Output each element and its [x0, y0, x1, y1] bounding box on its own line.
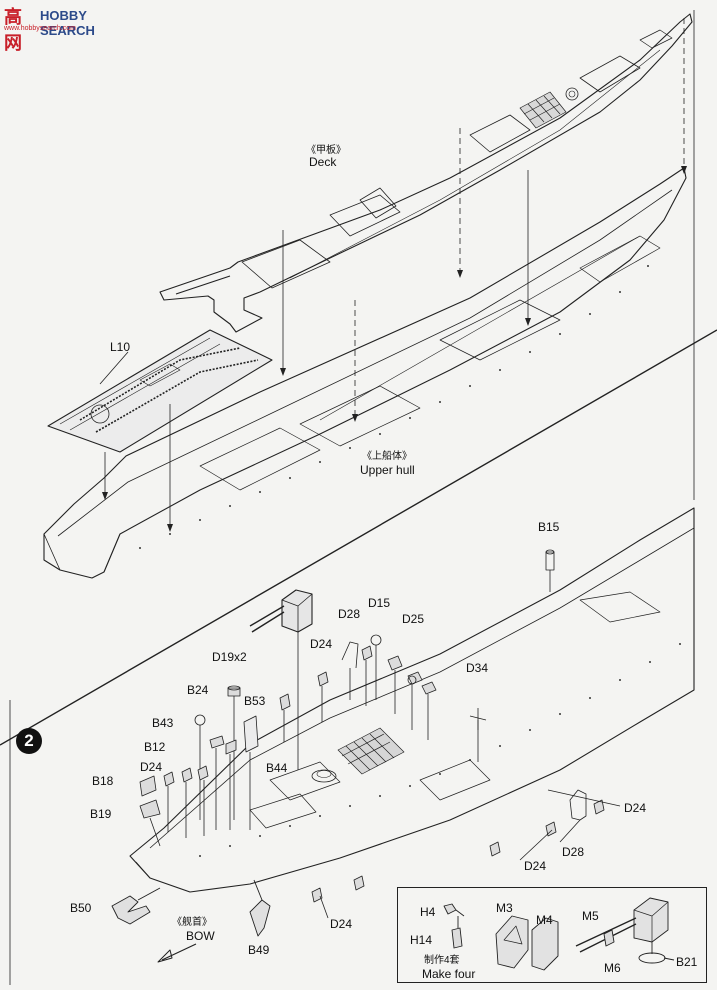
- label-D25: D25: [402, 612, 425, 626]
- section-divider: [0, 329, 717, 746]
- deck-vent-grid: [519, 91, 567, 129]
- logo-url: www.hobbysearch.com: [4, 25, 76, 32]
- label-B44: B44: [266, 761, 288, 775]
- top-assembly-arrows: [99, 18, 687, 532]
- label-B18: B18: [92, 774, 114, 788]
- label-D24-d: D24: [524, 859, 547, 873]
- label-make-en: Make four: [422, 967, 476, 981]
- anchor-B50: [111, 887, 161, 925]
- label-M5: M5: [582, 909, 599, 923]
- label-H14: H14: [410, 933, 433, 947]
- logo-brand: HOBBY SEARCH: [40, 8, 95, 38]
- label-B53: B53: [244, 694, 266, 708]
- label-D24-e: D24: [330, 917, 353, 931]
- label-D24-b: D24: [140, 760, 163, 774]
- label-M4: M4: [536, 913, 553, 927]
- label-M3: M3: [496, 901, 513, 915]
- step-number-badge: 2: [16, 728, 42, 754]
- label-D28-top: D28: [338, 607, 361, 621]
- label-bow-cn: 《舰首》: [172, 917, 212, 928]
- label-deck-en: Deck: [309, 155, 337, 169]
- label-B21: B21: [676, 955, 698, 969]
- label-D24-c: D24: [624, 801, 647, 815]
- label-B43: B43: [152, 716, 174, 730]
- label-upper-hull-cn: 《上船体》: [362, 451, 412, 462]
- main-turret: [249, 589, 313, 770]
- subassembly-drawing: [443, 897, 675, 971]
- label-bow-en: BOW: [186, 929, 215, 943]
- label-B15: B15: [538, 520, 560, 534]
- label-H4: H4: [420, 905, 436, 919]
- label-M6: M6: [604, 961, 621, 975]
- label-B49: B49: [248, 943, 270, 957]
- label-upper-hull-en: Upper hull: [360, 463, 415, 477]
- label-make-cn: 制作4套: [424, 955, 460, 966]
- fittings: [139, 549, 621, 919]
- label-B50: B50: [70, 901, 92, 915]
- label-D24-a: D24: [310, 637, 333, 651]
- label-B24: B24: [187, 683, 209, 697]
- label-D28-bottom: D28: [562, 845, 585, 859]
- bow-direction-arrow: [157, 943, 197, 963]
- fore-hull-rivets: [199, 643, 681, 857]
- hull-rivets: [139, 265, 649, 549]
- fore-vent-grid: [337, 727, 405, 775]
- label-deck-cn: 《甲板》: [306, 145, 346, 156]
- label-D34: D34: [466, 661, 489, 675]
- part-L10-plate: [47, 329, 273, 453]
- subassembly-box: [397, 887, 707, 983]
- label-B19: B19: [90, 807, 112, 821]
- label-D19x2: D19x2: [212, 650, 247, 664]
- label-D15: D15: [368, 596, 391, 610]
- upper-hull-part: [43, 167, 687, 579]
- logo-mark: 高网: [4, 7, 22, 54]
- fore-hull-part: [129, 507, 695, 893]
- deck-part: [159, 13, 693, 333]
- part-B49: [249, 879, 271, 937]
- label-B12: B12: [144, 740, 166, 754]
- label-L10: L10: [110, 340, 131, 354]
